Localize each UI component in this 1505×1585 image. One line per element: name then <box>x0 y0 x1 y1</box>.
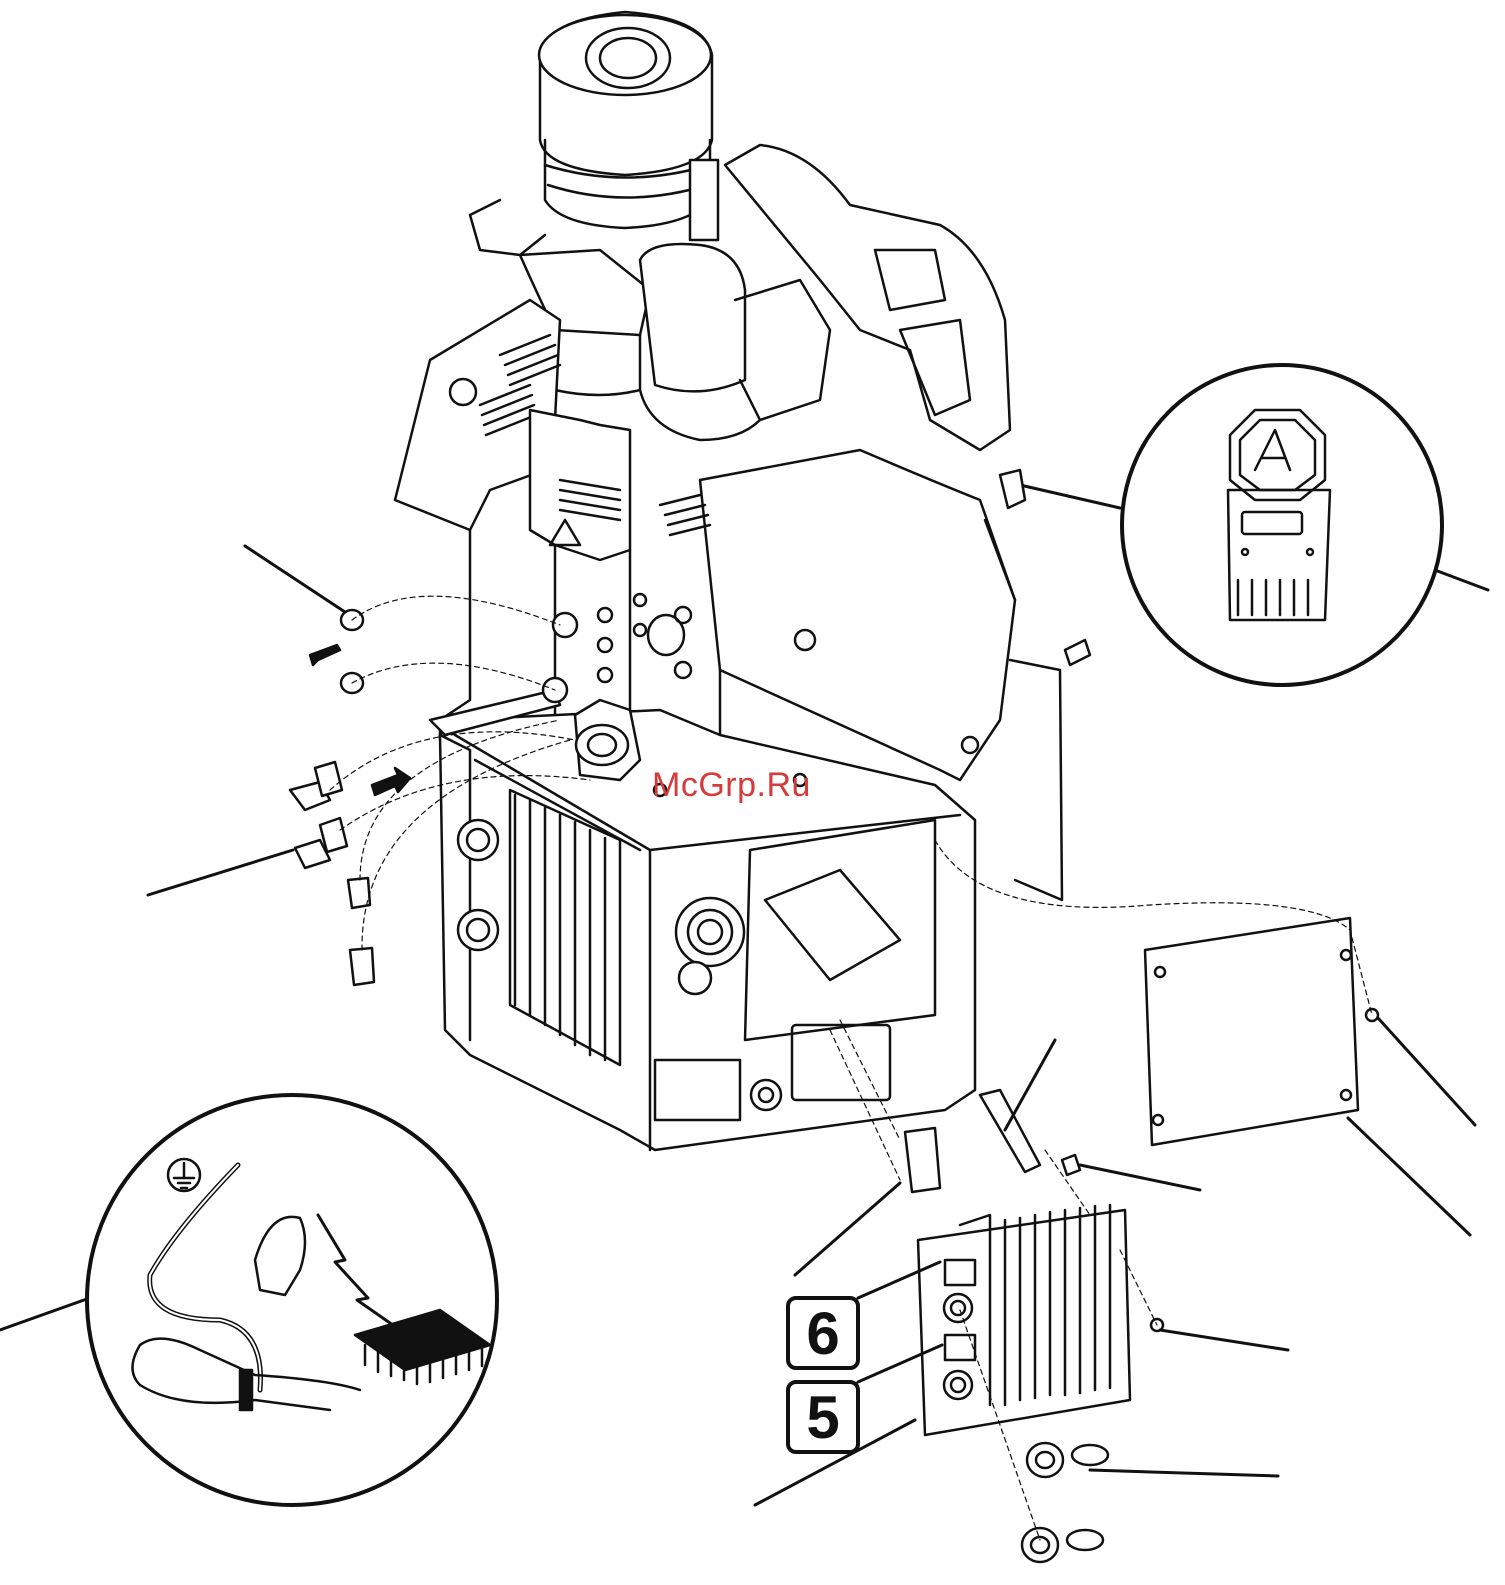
esd-detail-callout <box>87 1095 497 1505</box>
drive-module <box>918 1205 1130 1562</box>
handle-bracket <box>725 145 1010 450</box>
motor-drum <box>539 12 712 228</box>
callout-badge-5: 5 <box>786 1380 860 1454</box>
logo-detail-callout <box>1000 365 1442 685</box>
callout-badge-6: 6 <box>786 1296 860 1370</box>
cover-plate <box>1010 640 1358 1145</box>
watermark-text: McGrp.Ru <box>652 766 811 805</box>
